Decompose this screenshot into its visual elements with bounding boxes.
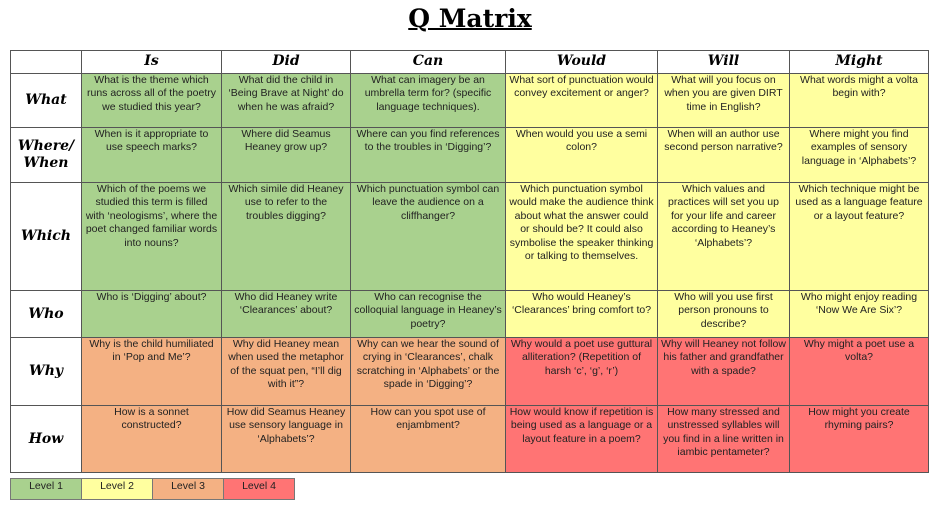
question-cell: Why would a poet use guttural alliterati… bbox=[505, 337, 658, 406]
question-cell: Which technique might be used as a langu… bbox=[789, 182, 929, 291]
question-cell: Which of the poems we studied this term … bbox=[81, 182, 222, 291]
question-cell: Where can you find references to the tro… bbox=[350, 127, 506, 183]
question-cell: Why did Heaney mean when used the metaph… bbox=[221, 337, 351, 406]
question-cell: How many stressed and unstressed syllabl… bbox=[657, 405, 790, 473]
question-cell: Which simile did Heaney use to refer to … bbox=[221, 182, 351, 291]
page-title: Q Matrix bbox=[408, 4, 532, 33]
row-header: Why bbox=[10, 337, 82, 406]
question-cell: Who will you use first person pronouns t… bbox=[657, 290, 790, 338]
question-cell: Who can recognise the colloquial languag… bbox=[350, 290, 506, 338]
legend-level-1: Level 1 bbox=[11, 479, 82, 499]
question-cell: Why will Heaney not follow his father an… bbox=[657, 337, 790, 406]
question-cell: What words might a volta begin with? bbox=[789, 73, 929, 128]
question-cell: When is it appropriate to use speech mar… bbox=[81, 127, 222, 183]
question-cell: What sort of punctuation would convey ex… bbox=[505, 73, 658, 128]
question-cell: Why is the child humiliated in ‘Pop and … bbox=[81, 337, 222, 406]
question-cell: Which values and practices will set you … bbox=[657, 182, 790, 291]
row-header: Who bbox=[10, 290, 82, 338]
legend-level-2: Level 2 bbox=[82, 479, 153, 499]
row-header: Where/ When bbox=[10, 127, 82, 183]
corner-cell bbox=[10, 50, 82, 74]
question-cell: How can you spot use of enjambment? bbox=[350, 405, 506, 473]
question-cell: When would you use a semi colon? bbox=[505, 127, 658, 183]
level-legend: Level 1 Level 2 Level 3 Level 4 bbox=[10, 478, 295, 500]
question-cell: What can imagery be an umbrella term for… bbox=[350, 73, 506, 128]
question-cell: Where did Seamus Heaney grow up? bbox=[221, 127, 351, 183]
question-cell: Which punctuation symbol can leave the a… bbox=[350, 182, 506, 291]
question-cell: Why can we hear the sound of crying in ‘… bbox=[350, 337, 506, 406]
question-cell: Which punctuation symbol would make the … bbox=[505, 182, 658, 291]
question-cell: How did Seamus Heaney use sensory langua… bbox=[221, 405, 351, 473]
legend-level-4: Level 4 bbox=[224, 479, 294, 499]
question-cell: Who would Heaney’s ‘Clearances’ bring co… bbox=[505, 290, 658, 338]
column-header: Can bbox=[350, 50, 506, 74]
question-cell: Who is ‘Digging’ about? bbox=[81, 290, 222, 338]
column-header: Would bbox=[505, 50, 658, 74]
question-cell: Who did Heaney write ‘Clearances’ about? bbox=[221, 290, 351, 338]
row-header: What bbox=[10, 73, 82, 128]
question-cell: How might you create rhyming pairs? bbox=[789, 405, 929, 473]
question-cell: What did the child in ‘Being Brave at Ni… bbox=[221, 73, 351, 128]
question-cell: What will you focus on when you are give… bbox=[657, 73, 790, 128]
question-cell: Who might enjoy reading ‘Now We Are Six’… bbox=[789, 290, 929, 338]
legend-level-3: Level 3 bbox=[153, 479, 224, 499]
header-row: Is Did Can Would Will Might bbox=[10, 50, 929, 74]
question-cell: Where might you find examples of sensory… bbox=[789, 127, 929, 183]
question-cell: Why might a poet use a volta? bbox=[789, 337, 929, 406]
column-header: Is bbox=[81, 50, 222, 74]
question-cell: How would know if repetition is being us… bbox=[505, 405, 658, 473]
row-header: How bbox=[10, 405, 82, 473]
row-header: Which bbox=[10, 182, 82, 291]
question-cell: What is the theme which runs across all … bbox=[81, 73, 222, 128]
question-cell: How is a sonnet constructed? bbox=[81, 405, 222, 473]
question-cell: When will an author use second person na… bbox=[657, 127, 790, 183]
column-header: Will bbox=[657, 50, 790, 74]
column-header: Did bbox=[221, 50, 351, 74]
column-header: Might bbox=[789, 50, 929, 74]
